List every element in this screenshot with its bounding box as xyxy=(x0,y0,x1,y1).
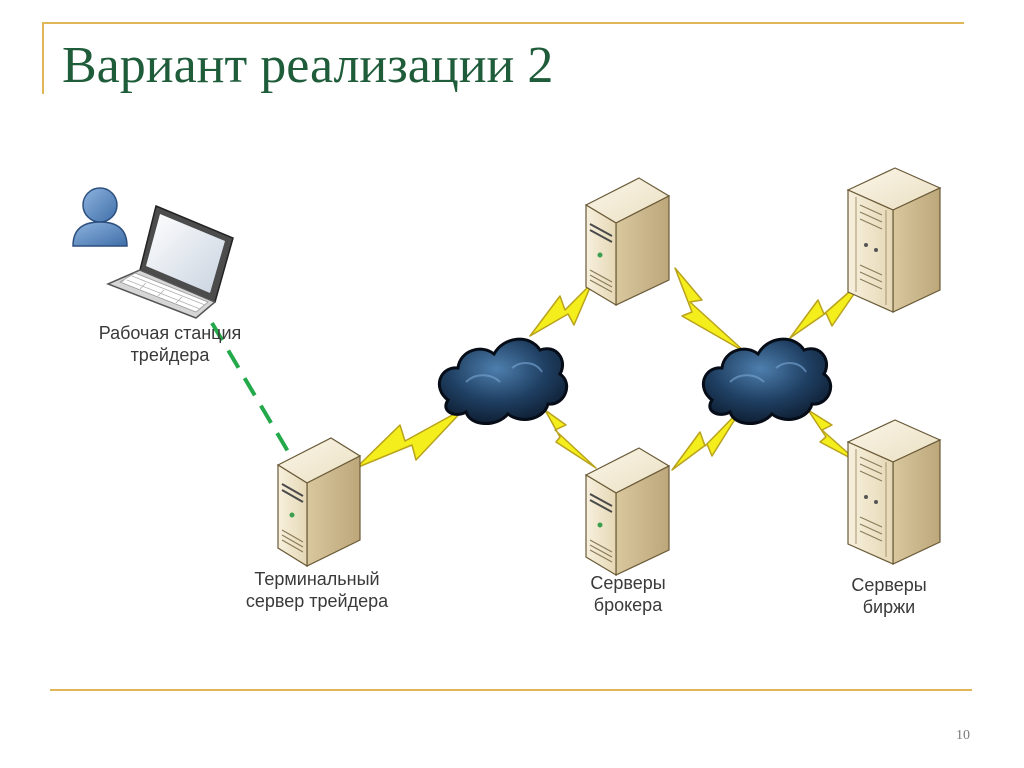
label-broker-servers-line1: Серверы xyxy=(590,573,666,593)
lightning-link-broker-top-cloud2 xyxy=(674,267,746,353)
dashed-link-workstation-terminal xyxy=(210,321,298,467)
label-workstation: Рабочая станция трейдера xyxy=(80,322,260,366)
label-terminal-server-line1: Терминальный xyxy=(254,569,380,589)
label-exchange-servers-line2: биржи xyxy=(862,597,916,617)
cloud-network-2-icon xyxy=(701,337,833,425)
label-exchange-servers: Серверы биржи xyxy=(834,574,944,618)
broker-server-top-icon xyxy=(584,177,671,307)
exchange-server-bottom-icon xyxy=(846,419,942,565)
exchange-server-top-icon xyxy=(846,167,942,313)
label-terminal-server: Терминальный сервер трейдера xyxy=(222,568,412,612)
slide-frame-bottom-line xyxy=(50,689,972,691)
page-number: 10 xyxy=(956,728,970,743)
lightning-link-cloud1-broker-top xyxy=(529,282,593,337)
lightning-link-terminal-cloud1 xyxy=(355,407,466,469)
slide-title: Вариант реализации 2 xyxy=(62,37,554,94)
label-workstation-line2: трейдера xyxy=(130,345,210,365)
slide-frame-top-line xyxy=(42,22,964,24)
label-terminal-server-line2: сервер трейдера xyxy=(245,591,389,611)
broker-server-bottom-icon xyxy=(584,447,671,577)
label-broker-servers-line2: брокера xyxy=(593,595,663,615)
lightning-link-cloud1-broker-bottom xyxy=(544,409,597,469)
label-workstation-line1: Рабочая станция xyxy=(98,323,242,343)
laptop-icon xyxy=(106,204,234,319)
user-icon xyxy=(72,187,128,247)
slide-frame-left-line xyxy=(42,22,44,94)
label-exchange-servers-line1: Серверы xyxy=(851,575,927,595)
cloud-network-1-icon xyxy=(437,337,569,425)
label-broker-servers: Серверы брокера xyxy=(568,572,688,616)
terminal-server-icon xyxy=(276,437,362,568)
